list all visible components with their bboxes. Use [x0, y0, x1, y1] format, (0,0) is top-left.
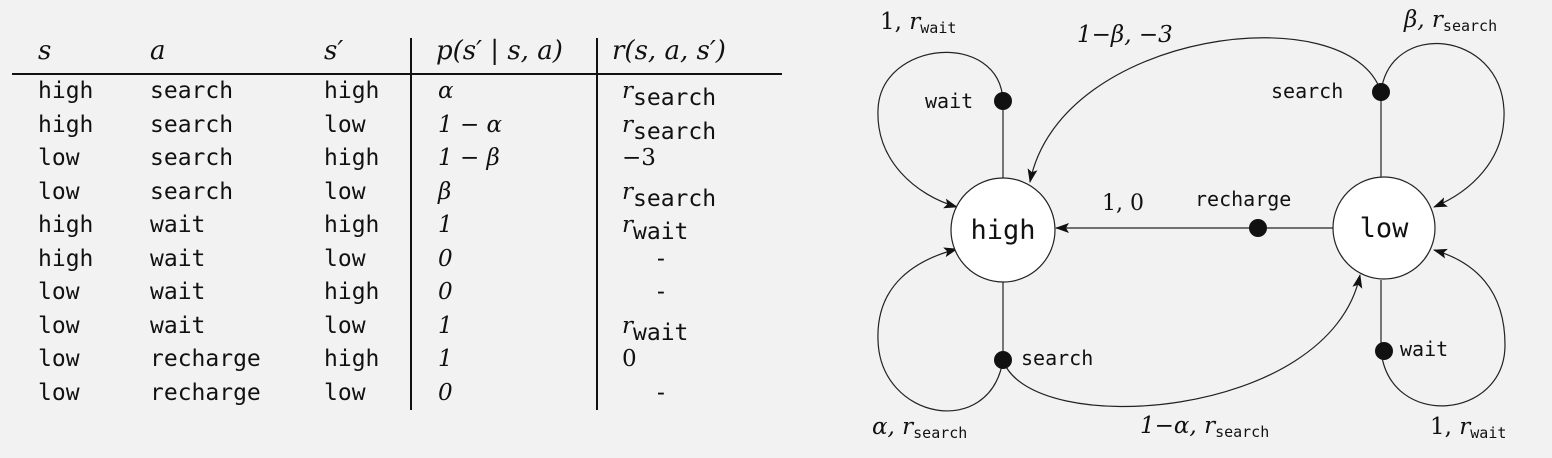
action-label-low-search: search — [1271, 79, 1343, 103]
table-cell-a: search — [150, 78, 234, 104]
table-cell-s: high — [38, 78, 94, 104]
header-a: a — [150, 36, 166, 66]
transition-table: s a s′ p(s′ | s, a) r(s, a, s′) high sear… — [12, 36, 782, 410]
header-probability: p(s′ | s, a) — [436, 36, 563, 66]
action-dot-recharge — [1249, 219, 1267, 237]
table-cell-sp: low — [324, 245, 366, 272]
table-cell-p: α — [438, 78, 454, 104]
state-node-low — [1332, 176, 1436, 280]
table-cell-reward: rwait — [622, 312, 689, 346]
table-cell-sp: high — [324, 346, 380, 372]
table-cell-s: low — [38, 379, 80, 406]
edge-label-high-wait: 1, rwait — [880, 9, 956, 37]
arrow-high-wait-self — [877, 51, 1004, 209]
table-cell-p: 0 — [438, 279, 453, 305]
table-cell-s: high — [38, 245, 94, 272]
table-cell-p: β — [438, 178, 452, 205]
table-cell-p: 1 — [438, 212, 453, 238]
table-cell-a: recharge — [150, 379, 261, 406]
table-cell-p: 0 — [438, 379, 453, 406]
edge-label-low-search-self: β, rsearch — [1403, 7, 1497, 35]
table-cell-a: wait — [150, 245, 206, 272]
table-cell-sp: low — [324, 178, 366, 205]
table-cell-reward: rwait — [622, 212, 689, 245]
table-cell-s: high — [38, 212, 94, 238]
table-cell-reward: rsearch — [622, 178, 717, 212]
action-label-low-wait: wait — [1400, 337, 1448, 361]
table-cell-reward: rsearch — [622, 111, 717, 145]
table-cell-a: wait — [150, 279, 206, 305]
table-cell-s: high — [38, 111, 94, 138]
action-dot-low-search — [1372, 83, 1390, 101]
header-reward: r(s, a, s′) — [612, 36, 726, 66]
table-cell-reward: - — [654, 279, 668, 305]
table-cell-s: low — [38, 346, 80, 372]
table-cell-p: 1 — [438, 346, 453, 372]
table-cell-reward: 0 — [622, 346, 637, 372]
table-cell-a: search — [150, 178, 234, 205]
table-cell-sp: high — [324, 279, 380, 305]
action-label-recharge: recharge — [1195, 187, 1291, 211]
column-divider-1 — [410, 38, 412, 410]
table-cell-a: search — [150, 111, 234, 138]
table-cell-a: wait — [150, 212, 206, 238]
table-cell-p: 1 − β — [438, 145, 500, 171]
header-s: s — [38, 36, 52, 66]
arrow-low-search-to-high — [1027, 37, 1382, 183]
arrow-low-search-self — [1380, 42, 1505, 208]
table-cell-reward: - — [654, 379, 668, 406]
table-cell-reward: rsearch — [622, 78, 717, 111]
action-dot-high-search — [994, 351, 1012, 369]
state-label-low: low — [1360, 213, 1410, 244]
action-dot-low-wait — [1375, 342, 1393, 360]
state-node-high — [950, 177, 1056, 283]
table-cell-s: low — [38, 279, 80, 305]
table-cell-p: 1 — [438, 312, 453, 339]
table-cell-s: low — [38, 312, 80, 339]
table-cell-sp: high — [324, 212, 380, 238]
table-cell-reward: - — [654, 245, 668, 272]
table-cell-sp: low — [324, 379, 366, 406]
edge-label-recharge: 1, 0 — [1102, 191, 1144, 216]
table-cell-p: 1 − α — [438, 111, 503, 138]
table-cell-sp: high — [324, 145, 380, 171]
table-cell-p: 0 — [438, 245, 453, 272]
table-cell-a: recharge — [150, 346, 261, 372]
edge-label-low-search-high: 1−β, −3 — [1077, 22, 1173, 48]
arrow-high-search-self — [877, 247, 1004, 412]
arrow-high-search-to-low — [1002, 274, 1363, 408]
action-label-high-wait: wait — [925, 89, 973, 113]
table-cell-s: low — [38, 178, 80, 205]
table-cell-s: low — [38, 145, 80, 171]
table-cell-a: search — [150, 145, 234, 171]
state-label-high: high — [970, 215, 1035, 246]
table-cell-reward: −3 — [622, 145, 656, 171]
header-s-prime: s′ — [324, 36, 344, 66]
action-label-high-search: search — [1021, 346, 1093, 370]
header-rule — [12, 73, 782, 75]
table-cell-sp: low — [324, 312, 366, 339]
table-cell-a: wait — [150, 312, 206, 339]
table-cell-sp: high — [324, 78, 380, 104]
arrow-low-wait-self — [1380, 248, 1506, 407]
edge-label-low-wait: 1, rwait — [1430, 414, 1506, 442]
edge-label-high-search-self: α, rsearch — [872, 414, 967, 442]
action-dot-high-wait — [994, 92, 1012, 110]
edge-label-high-search-low: 1−α, rsearch — [1140, 413, 1269, 441]
column-divider-2 — [596, 38, 598, 410]
table-cell-sp: low — [324, 111, 366, 138]
